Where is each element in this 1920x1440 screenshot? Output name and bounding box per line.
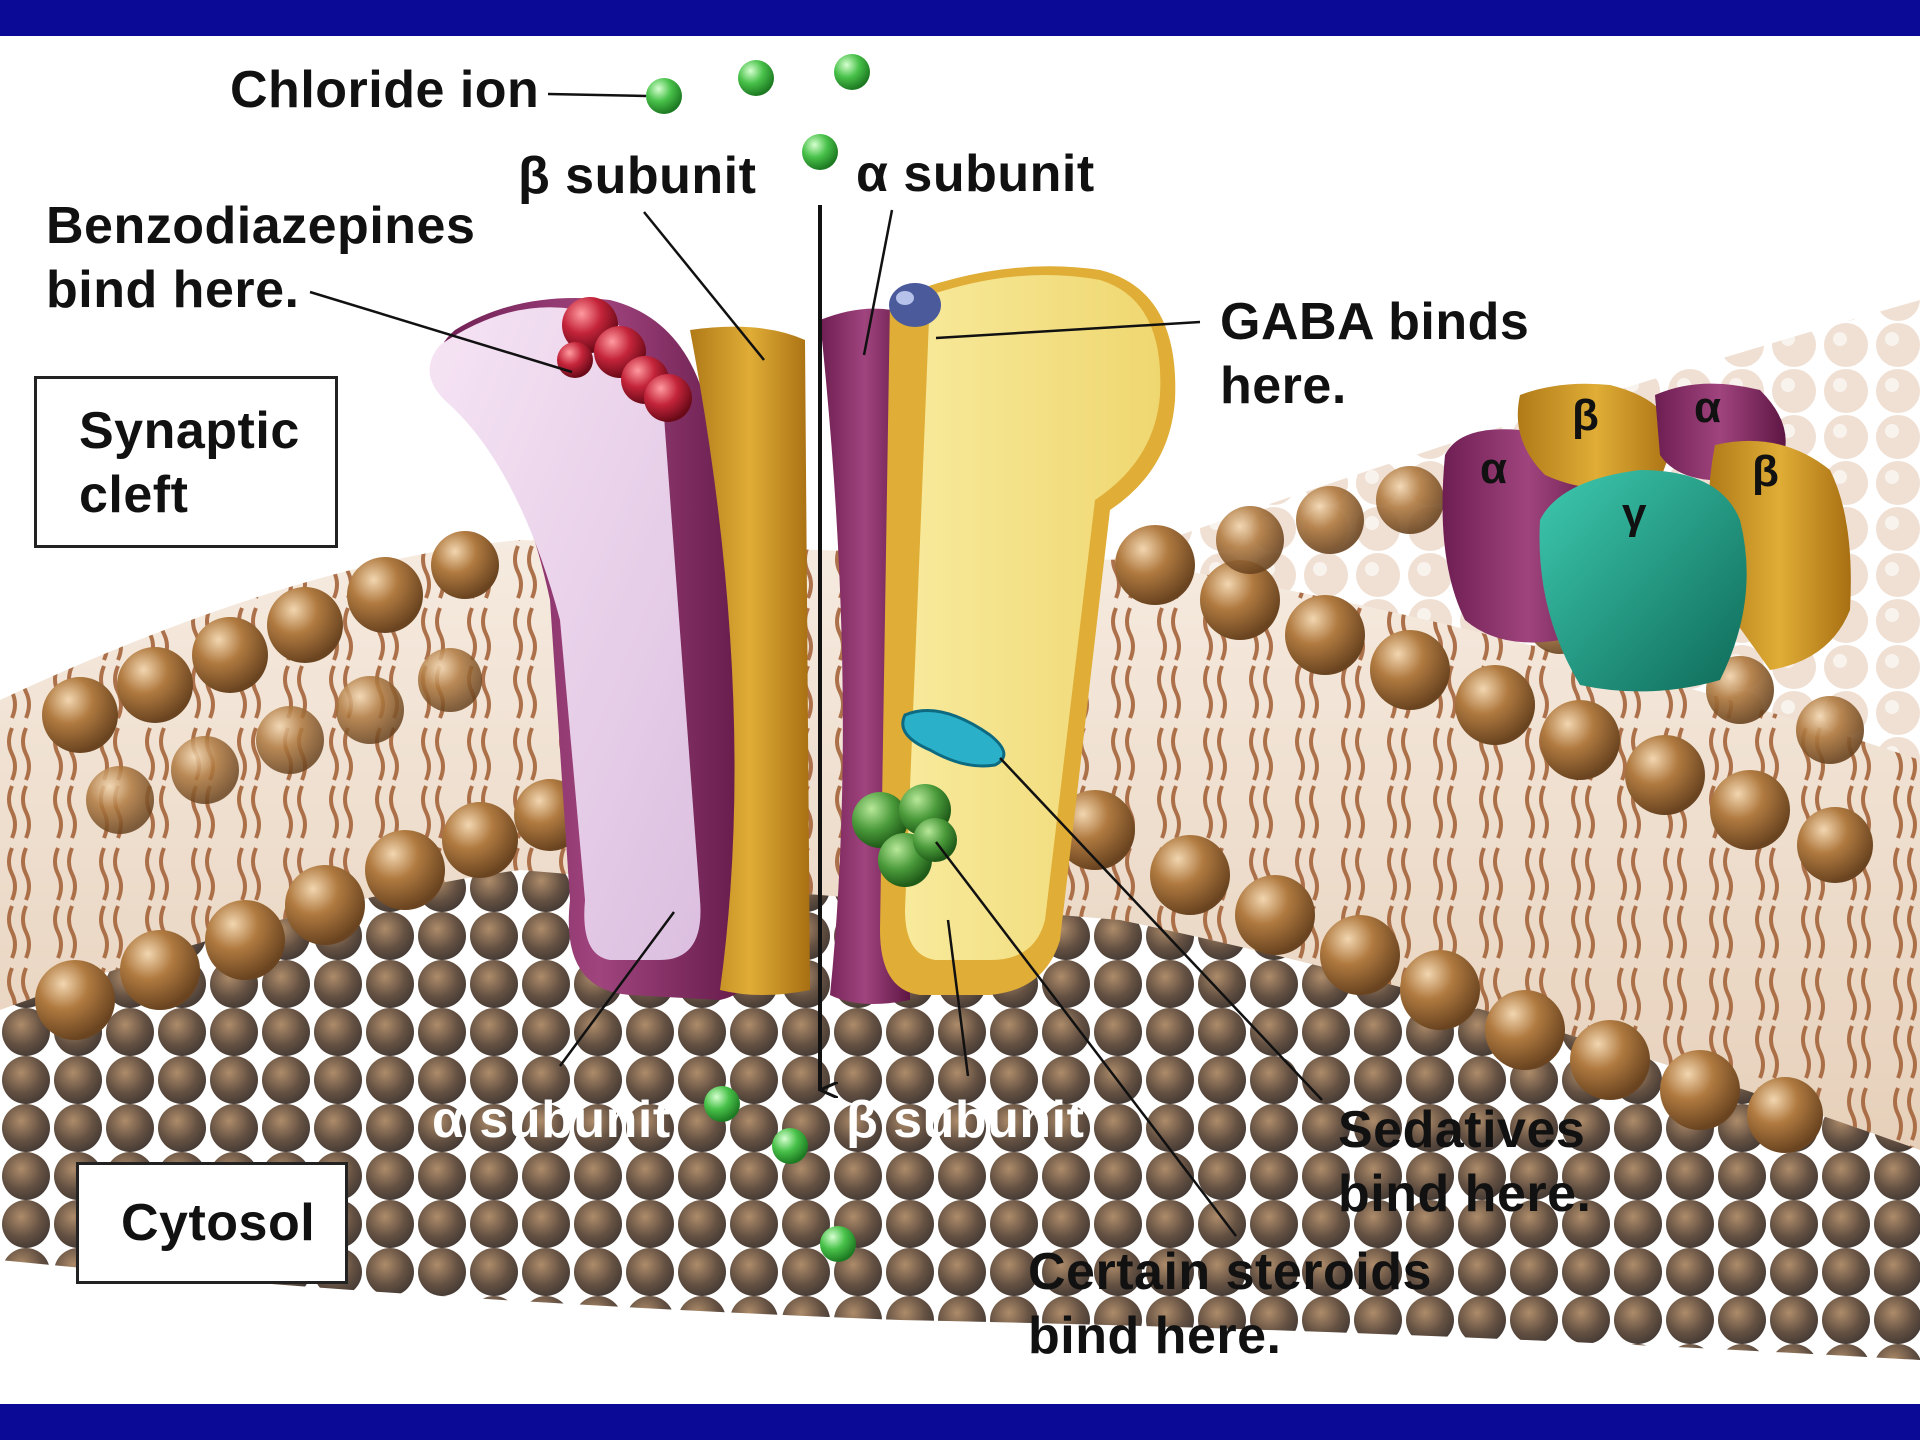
label-alpha-subunit-top: α subunit bbox=[856, 142, 1095, 206]
label-benzodiazepines: Benzodiazepines bind here. bbox=[46, 194, 475, 322]
inset-label-beta-right: β bbox=[1752, 448, 1779, 496]
leader-chloride bbox=[548, 94, 646, 96]
chloride-ion bbox=[834, 54, 870, 90]
chloride-ion bbox=[772, 1128, 808, 1164]
inset-label-beta-top: β bbox=[1572, 392, 1599, 440]
label-cytosol: Cytosol bbox=[121, 1191, 345, 1255]
chloride-ion bbox=[646, 78, 682, 114]
synaptic-cleft-box: Synaptic cleft bbox=[34, 376, 338, 548]
cytosol-box: Cytosol bbox=[76, 1162, 348, 1284]
label-alpha-subunit-bottom: α subunit bbox=[432, 1088, 671, 1152]
label-beta-subunit-bottom: β subunit bbox=[846, 1088, 1084, 1152]
label-chloride-ion: Chloride ion bbox=[230, 58, 539, 122]
chloride-ion bbox=[802, 134, 838, 170]
label-gaba: GABA binds here. bbox=[1220, 290, 1529, 418]
chloride-ion bbox=[738, 60, 774, 96]
inset-label-gamma: γ bbox=[1622, 490, 1646, 538]
label-synaptic-cleft: Synaptic cleft bbox=[79, 399, 335, 527]
inset-label-alpha-top: α bbox=[1694, 384, 1721, 432]
chloride-ion bbox=[704, 1086, 740, 1122]
inset-label-alpha-left: α bbox=[1480, 445, 1507, 493]
label-beta-subunit-top: β subunit bbox=[518, 144, 756, 208]
label-steroids: Certain steroids bind here. bbox=[1028, 1240, 1432, 1368]
gaba-molecule bbox=[889, 283, 941, 327]
chloride-ion bbox=[820, 1226, 856, 1262]
label-sedatives: Sedatives bind here. bbox=[1338, 1098, 1591, 1226]
